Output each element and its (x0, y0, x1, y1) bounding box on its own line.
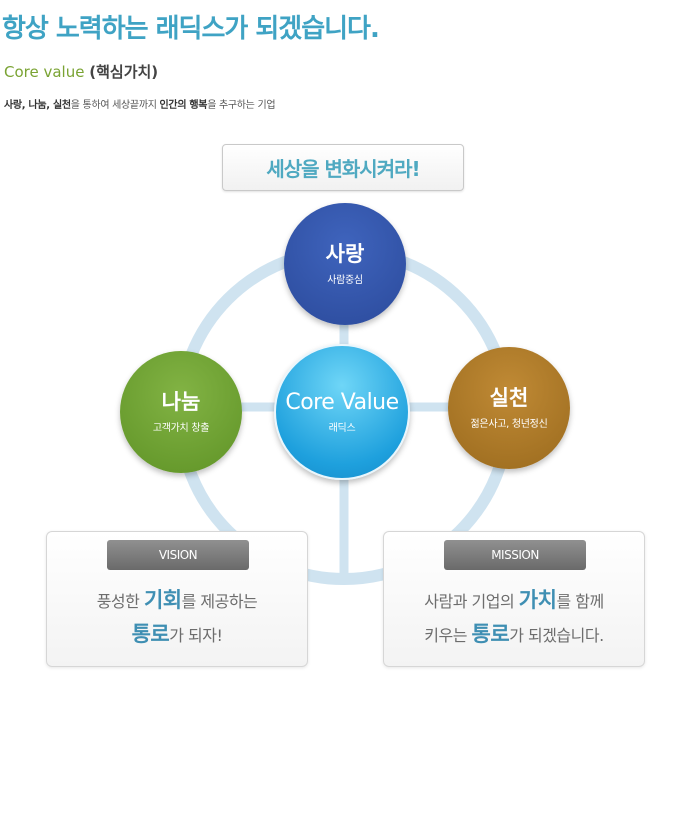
mission-text-c: 키우는 (424, 626, 472, 645)
mission-em-value: 가치 (518, 588, 557, 612)
desc-happiness: 인간의 행복 (159, 100, 208, 111)
node-core-sub: 래딕스 (328, 423, 356, 435)
mission-card: MISSION 사람과 기업의 가치를 함께 키우는 통로가 되겠습니다. (383, 531, 645, 667)
mission-text-a: 사람과 기업의 (424, 592, 519, 611)
node-practice-title: 실천 (489, 386, 529, 411)
mission-line-2: 키우는 통로가 되겠습니다. (384, 618, 644, 652)
mission-text-b: 를 함께 (556, 592, 604, 611)
node-practice: 실천 젊은사고, 청년정신 (448, 347, 570, 469)
section-description: 사랑, 나눔, 실천을 통하여 세상끝까지 인간의 행복을 추구하는 기업 (4, 96, 276, 111)
vision-text-c: 가 되자! (169, 626, 223, 645)
node-love: 사랑 사람중심 (284, 203, 406, 325)
node-share: 나눔 고객가치 창출 (120, 351, 242, 473)
vision-text-b: 를 제공하는 (181, 592, 258, 611)
node-share-sub: 고객가치 창출 (152, 422, 210, 434)
mission-tag: MISSION (444, 540, 586, 570)
vision-statement: 풍성한 기회를 제공하는 통로가 되자! (47, 584, 307, 652)
mission-statement: 사람과 기업의 가치를 함께 키우는 통로가 되겠습니다. (384, 584, 644, 652)
subtitle-en: Core value (4, 63, 85, 81)
mission-text-d: 가 되겠습니다. (509, 626, 604, 645)
desc-text-2: 을 추구하는 기업 (207, 100, 276, 111)
node-love-sub: 사람중심 (327, 274, 363, 286)
node-practice-sub: 젊은사고, 청년정신 (470, 418, 548, 430)
node-core-value: Core Value 래딕스 (274, 344, 410, 480)
vision-em-opportunity: 기회 (143, 588, 182, 612)
section-subtitle: Core value (핵심가치) (4, 61, 158, 82)
subtitle-ko: (핵심가치) (89, 63, 159, 81)
node-share-title: 나눔 (161, 390, 201, 415)
vision-line-1: 풍성한 기회를 제공하는 (47, 584, 307, 618)
mission-em-channel: 통로 (471, 622, 510, 646)
page-title: 항상 노력하는 래딕스가 되겠습니다. (2, 14, 380, 44)
node-core-title: Core Value (285, 389, 399, 415)
node-love-title: 사랑 (325, 242, 365, 267)
vision-card: VISION 풍성한 기회를 제공하는 통로가 되자! (46, 531, 308, 667)
slogan-box: 세상을 변화시켜라! (222, 144, 464, 191)
vision-tag: VISION (107, 540, 249, 570)
vision-em-channel: 통로 (131, 622, 170, 646)
desc-text-1: 을 통하여 세상끝까지 (70, 100, 160, 111)
mission-line-1: 사람과 기업의 가치를 함께 (384, 584, 644, 618)
vision-line-2: 통로가 되자! (47, 618, 307, 652)
vision-text-a: 풍성한 (96, 592, 144, 611)
desc-values: 사랑, 나눔, 실천 (4, 100, 71, 111)
